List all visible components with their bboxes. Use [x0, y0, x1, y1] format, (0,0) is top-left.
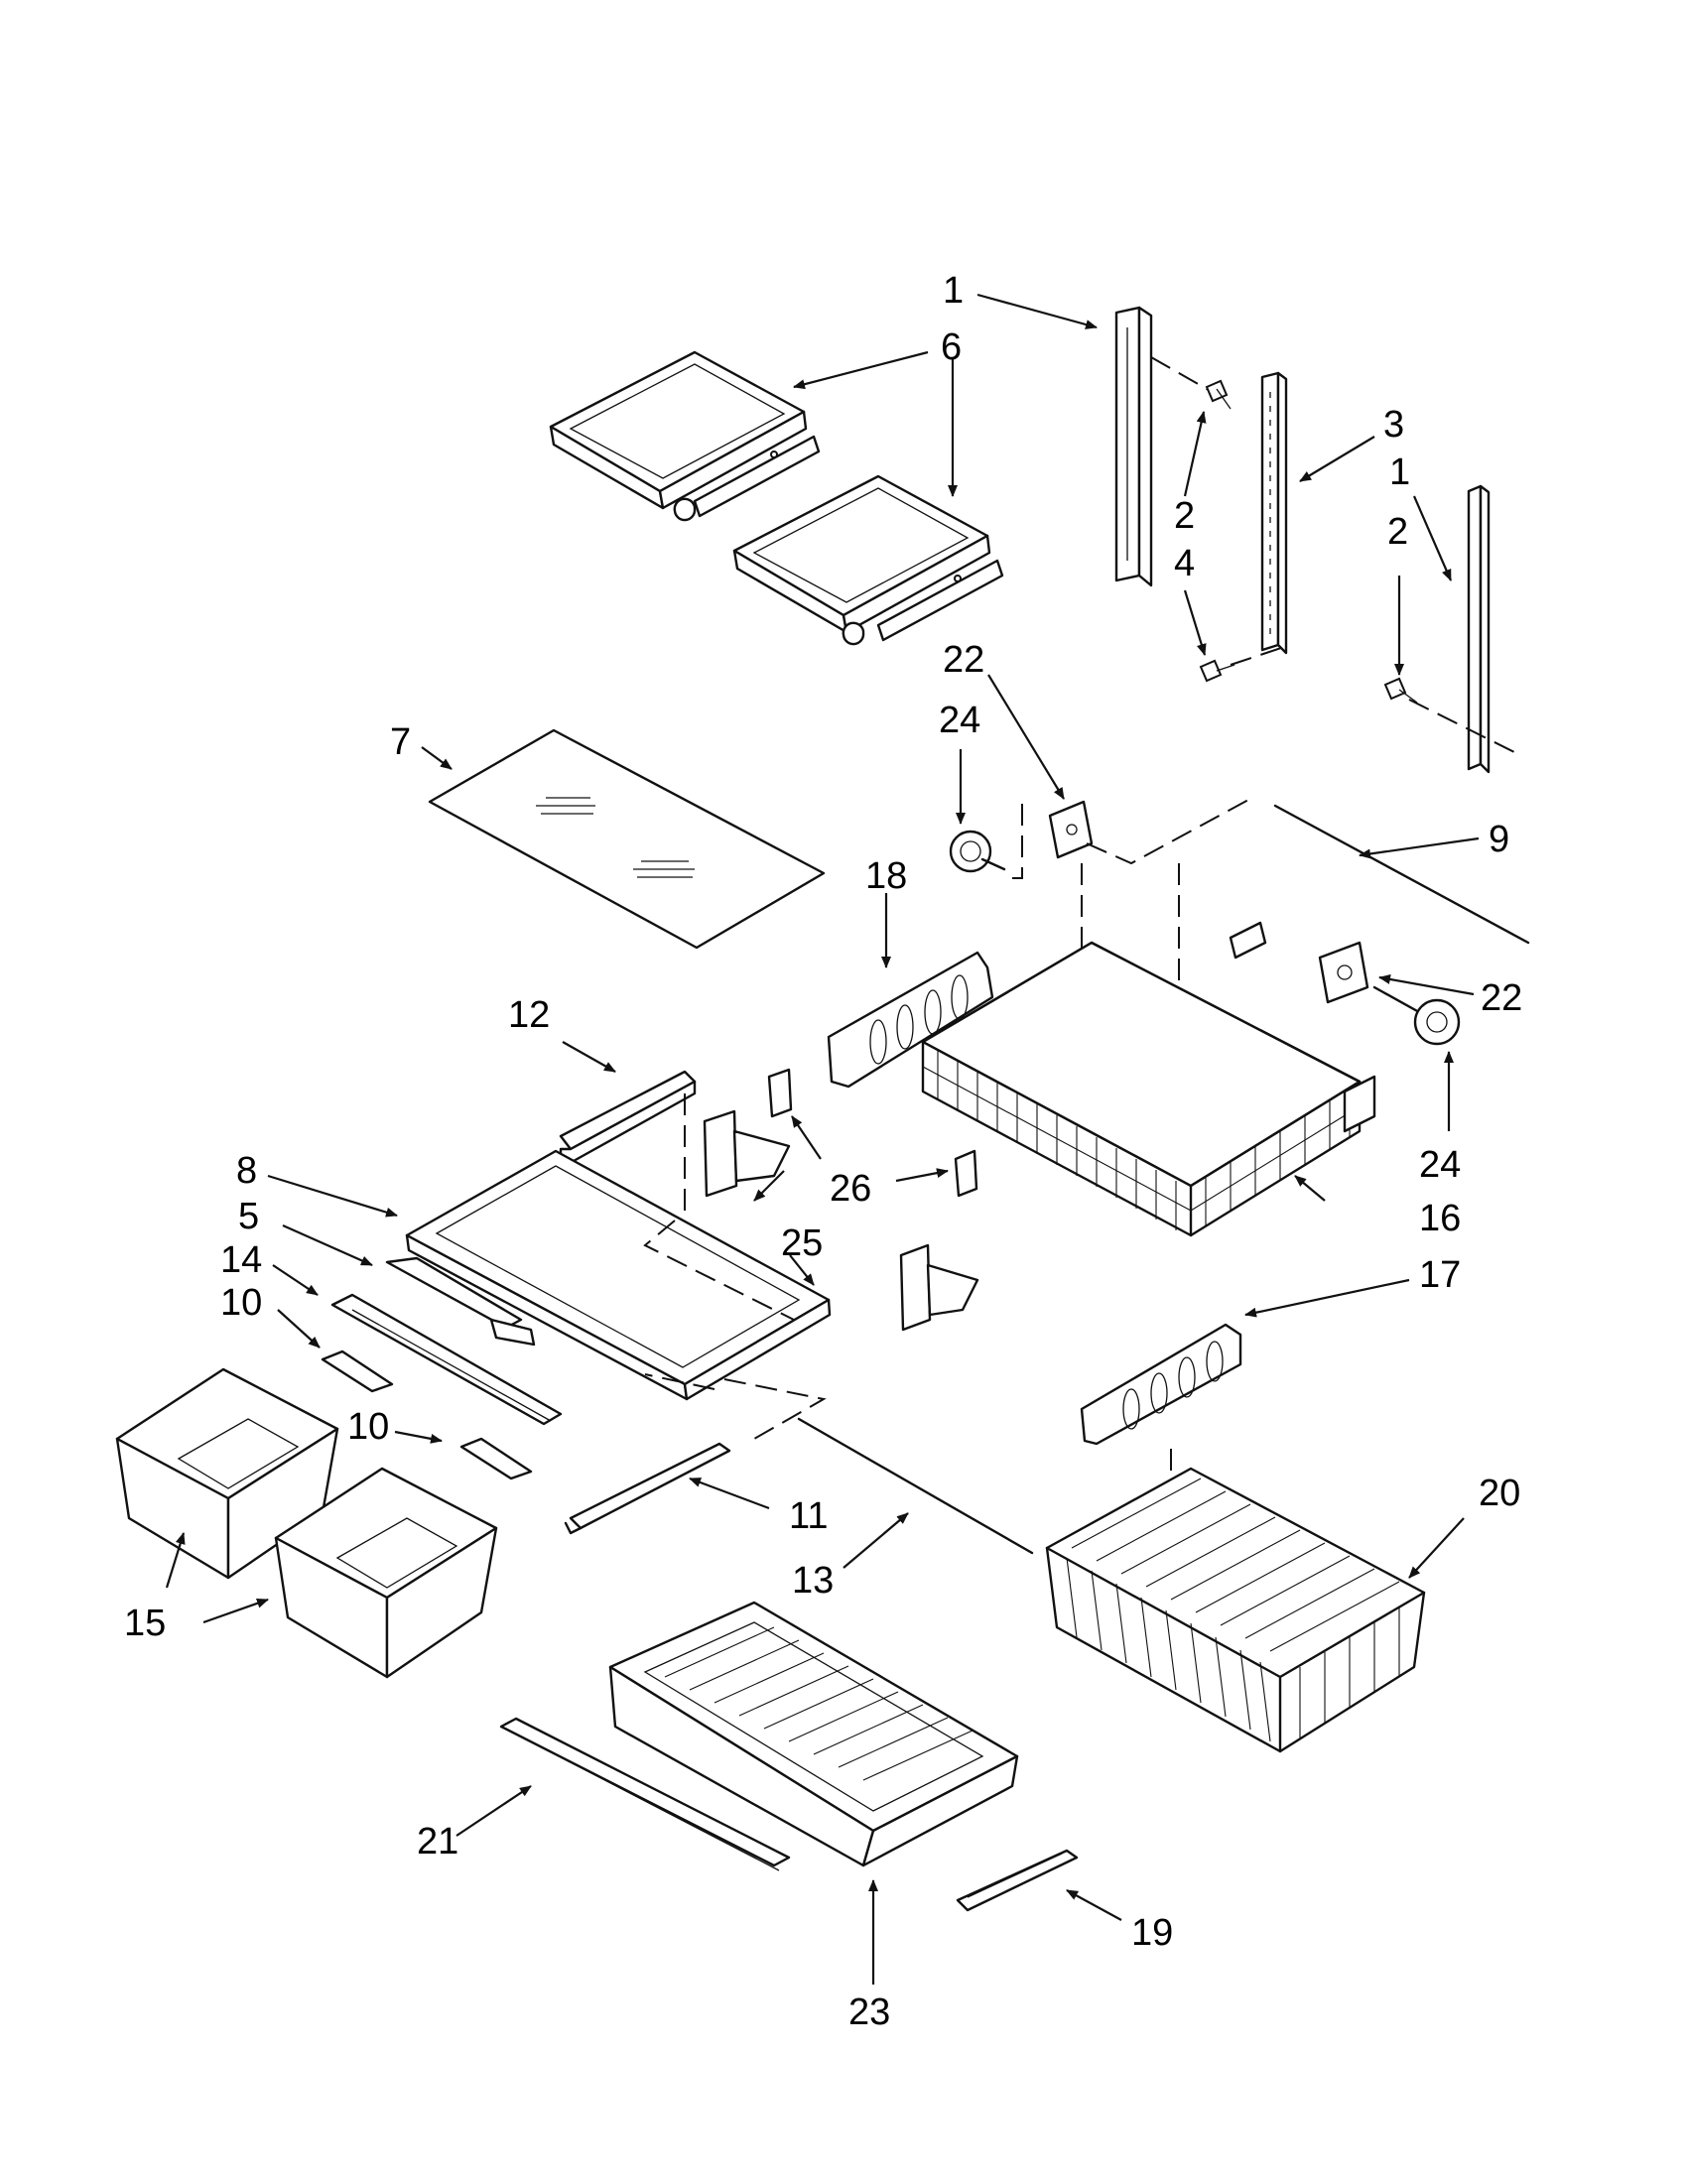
callout-19: 19	[1131, 1912, 1173, 1954]
callout-7: 7	[390, 721, 411, 763]
support-part-25a	[703, 1109, 791, 1198]
callout-18: 18	[865, 855, 907, 897]
rod-part-13	[797, 1417, 1034, 1555]
gear-part-24b	[1372, 985, 1461, 1046]
basket-end-part-18	[827, 951, 994, 1089]
callout-16: 16	[1419, 1198, 1461, 1239]
callout-1a: 1	[943, 270, 964, 312]
rail-part-1b	[1467, 484, 1491, 774]
callout-15: 15	[124, 1603, 166, 1644]
bracket-part-19	[956, 1849, 1079, 1912]
leader-lines	[165, 293, 1480, 1985]
strip-part-5	[385, 1256, 536, 1347]
callout-6: 6	[941, 326, 962, 368]
wire-basket-part-20	[1045, 1467, 1426, 1753]
callout-3: 3	[1383, 404, 1404, 446]
clip-part-10a	[321, 1349, 394, 1393]
callout-21: 21	[417, 1821, 458, 1863]
glass-shelf-part-7	[428, 728, 826, 950]
track-part-11	[564, 1442, 731, 1535]
clip-part-26a	[767, 1068, 793, 1118]
basket-end-part-17	[1080, 1323, 1242, 1446]
callout-labels: 1 6 3 1 2 4 2 22 24 7 9 18 22 12 24 8 26…	[124, 270, 1522, 2033]
callout-5: 5	[238, 1196, 259, 1237]
slide-part-12	[559, 1070, 697, 1163]
screw-part-2a	[1205, 379, 1232, 410]
shelf-lower-part-6b	[732, 474, 1004, 646]
callout-25: 25	[781, 1222, 823, 1264]
screw-part-4	[1199, 659, 1235, 683]
callout-4: 4	[1174, 543, 1195, 584]
support-part-25b	[899, 1243, 979, 1332]
rail-part-1a	[1114, 306, 1153, 587]
callout-13: 13	[792, 1560, 834, 1602]
callout-10a: 10	[220, 1282, 262, 1324]
callout-2b: 2	[1387, 511, 1408, 553]
rod-part-9	[1273, 804, 1530, 945]
callout-22a: 22	[943, 639, 984, 681]
bracket-part-22b	[1318, 941, 1369, 1004]
crisper-drawer-part-15b	[274, 1467, 498, 1679]
callout-9: 9	[1489, 819, 1509, 860]
rail-part-3	[1260, 371, 1288, 655]
shelf-upper-part-6a	[549, 350, 821, 522]
callout-10b: 10	[347, 1406, 389, 1448]
callout-24a: 24	[939, 700, 980, 741]
trim-part-21	[499, 1717, 791, 1871]
callout-17: 17	[1419, 1254, 1461, 1296]
callout-11: 11	[789, 1495, 828, 1537]
callout-2a: 2	[1174, 495, 1195, 537]
bracket-part-22a	[1048, 800, 1094, 859]
wire-basket-part-16	[921, 921, 1376, 1237]
callout-12: 12	[508, 994, 550, 1036]
callout-24b: 24	[1419, 1144, 1461, 1186]
callout-26: 26	[830, 1168, 871, 1210]
gear-part-24a	[949, 830, 1006, 873]
callout-8: 8	[236, 1150, 257, 1192]
screw-part-2b	[1383, 677, 1418, 704]
rail-part-14	[330, 1293, 563, 1426]
clip-part-10b	[459, 1437, 533, 1480]
callout-14: 14	[220, 1239, 262, 1281]
callout-20: 20	[1479, 1473, 1520, 1514]
callout-1b: 1	[1389, 451, 1410, 493]
frame-part-8	[405, 1149, 832, 1401]
crisper-drawer-part-15a	[115, 1367, 339, 1580]
drawer-pan-part-23	[608, 1601, 1019, 1867]
callout-23: 23	[848, 1991, 890, 2033]
callout-22b: 22	[1481, 977, 1522, 1019]
clip-part-26b	[954, 1149, 978, 1198]
